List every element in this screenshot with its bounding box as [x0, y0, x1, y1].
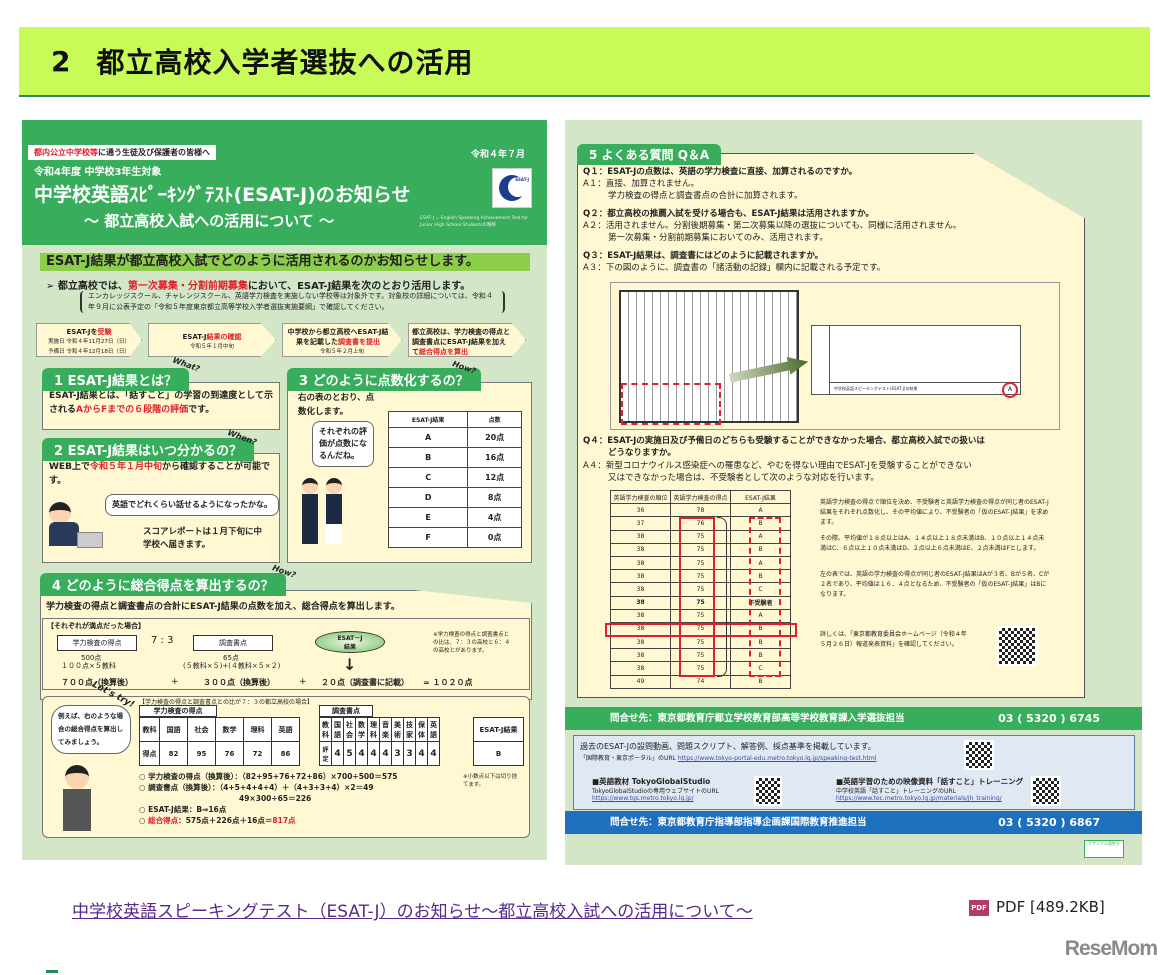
- pdf-file-size: PDF [489.2KB]: [996, 898, 1105, 916]
- full-score-calc: 【それぞれが満点だった場合】 学力検査の得点 7 : 3 調査書点 ESAT－J…: [42, 618, 530, 690]
- portal-link[interactable]: https://www.tokyo-portal-edu.metro.tokyo…: [677, 755, 877, 762]
- training-link[interactable]: https://www.tec.metro.tokyo.lg.jp/materi…: [836, 795, 1002, 802]
- flow-step-3: 中学校から都立高校へESAT-J結果を記載した調査書を提出 令和５年２月上旬: [282, 323, 402, 357]
- qr-code-icon: [997, 626, 1037, 666]
- faq-q1: Q１：ESAT-Jの点数は、英語の学力検査に直接、加算されるのですか。: [583, 167, 858, 177]
- section-marker: [46, 970, 58, 973]
- info-banner: ESAT-J結果が都立高校入試でどのように活用されるのかお知らせします。: [40, 253, 530, 271]
- training-qr-code-icon: [1031, 776, 1061, 806]
- score-report-note: スコアレポートは１月下旬に中学校へ届きます。: [143, 527, 263, 550]
- leaflet-header: 都内公立中学校等に通う生徒及び保護者の皆様へ 令和４年７月 令和4年度 中学校3…: [22, 120, 547, 245]
- student-girl-illustration-icon: [326, 478, 342, 544]
- activity-record-highlight: [621, 383, 721, 425]
- faq-q4: Q４：ESAT-Jの実施日及び予備日のどちらも受験することができなかった場合、都…: [583, 436, 985, 458]
- total-score-description: 学力検査の得点と調査書点の合計にESAT-J結果の点数を加え、総合得点を算出しま…: [46, 602, 400, 612]
- target-grade: 令和4年度 中学校3年生対象: [34, 167, 162, 178]
- when-box: WEB上で令和５年１月中旬から確認することが可能です。 英語でどれくらい話せるよ…: [42, 453, 280, 563]
- resemom-logo: ReseMom: [1064, 937, 1158, 960]
- grade-threshold-text: その際、平均値が１８点以上はA、１４点以上１８点未満はB、１０点以上１４点未満は…: [820, 535, 1045, 552]
- q4-heading: 4 どのように総合得点を算出するの？: [40, 573, 286, 596]
- audience-label: 都内公立中学校等に通う生徒及び保護者の皆様へ: [28, 145, 216, 160]
- faq-q2: Q２：都立高校の推薦入試を受ける場合も、ESAT-J結果は活用されますか。: [583, 209, 874, 219]
- flow-step-1: ESAT-Jを受験 実施日 令和４年11月27日（日） 予備日 令和４年12月1…: [36, 323, 142, 357]
- faq-a2: A２：活用されません。分割後期募集・第二次募集以降の選抜についても、同様に活用さ…: [583, 221, 962, 243]
- report-card-figure: 中学校英語スピーキングテスト(ESAT-J)の結果 A: [610, 282, 1060, 430]
- pdf-file-icon: PDF: [969, 900, 989, 916]
- exclusion-note: エンカレッジスクール、チャレンジスクール、英語学力検査を実施しない学校等は対象外…: [80, 291, 505, 313]
- section-title: 都立高校入学者選抜への活用: [96, 46, 474, 79]
- portal-qr-code-icon: [964, 740, 994, 770]
- q1-heading: 1 ESAT-J結果とは？: [42, 368, 190, 391]
- faq-a1: A１：直接、加算されません。学力検査の得点と調査書点の合計に加算されます。: [583, 179, 803, 201]
- students-speech-bubble: それぞれの評価が点数になるんだね。: [312, 421, 374, 467]
- flow-step-4: 都立高校は、学力検査の得点と調査書点にESAT-J結果を加えて総合得点を算出: [408, 323, 526, 357]
- q2-heading: 2 ESAT-J結果はいつ分かるの？: [42, 438, 255, 461]
- faq-a4: A４：新型コロナウイルス感染症への罹患など、やむを得ない理由でESAT-Jを受験…: [583, 461, 972, 483]
- calc-method-text: 英語学力検査の得点で順位を決め、不受験者と英語学力検査の得点が同じ者のESAT-…: [820, 499, 1049, 526]
- same-score-highlight: [679, 517, 715, 677]
- recycle-mark-icon: リサイクル適性Ⓐ: [1084, 840, 1124, 858]
- tgs-qr-code-icon: [754, 776, 782, 806]
- how-score-box: 右の表のとおり、点数化します。 それぞれの評価が点数になるんだね。 ESAT-J…: [287, 382, 532, 563]
- details-reference-text: 詳しくは、「東京都教育委員会ホームページ（令和４年５月２６日）報道発表資料」を確…: [820, 631, 967, 648]
- leaflet-subtitle: ～ 都立高校入試への活用について ～: [84, 212, 334, 230]
- intro-line: ➢ 都立高校では、第一次募集・分割前期募集において、ESAT-J結果を次のとおり…: [46, 281, 471, 292]
- pdf-download-link[interactable]: 中学校英語スピーキングテスト（ESAT-J）のお知らせ～都立高校入試への活用につ…: [72, 902, 753, 922]
- esat-result-highlight: [749, 517, 781, 677]
- flow-step-2: ESAT-J結果の確認 令和５年１月中旬: [148, 323, 276, 357]
- english-name-note: ESAT-J = English Speaking Achievement Te…: [420, 216, 529, 228]
- student-laptop-illustration-icon: [49, 502, 103, 548]
- leaflet-page-1: 都内公立中学校等に通う生徒及び保護者の皆様へ 令和４年７月 令和4年度 中学校3…: [22, 120, 547, 860]
- activity-record-zoom: 中学校英語スピーキングテスト(ESAT-J)の結果 A: [811, 325, 1021, 398]
- esat-j-logo-icon: ESAT-J: [492, 168, 532, 208]
- esat-result-table: ESAT-J結果 B: [473, 717, 524, 766]
- leaflet-page-2: 5 よくある質問 Q＆A Q１：ESAT-Jの点数は、英語の学力検査に直接、加算…: [565, 120, 1142, 865]
- tgs-link[interactable]: https://www.tgs.metro.tokyo.lg.jp/: [592, 795, 694, 802]
- section-header: 2 都立高校入学者選抜への活用: [19, 27, 1150, 97]
- report-card-thumbnail: [619, 290, 799, 423]
- faq-a3: A３：下の図のように、調査書の「諸活動の記録」欄内に記載される予定です。: [583, 263, 886, 273]
- brace-icon: [717, 517, 727, 677]
- leaflet-date: 令和４年７月: [470, 150, 525, 160]
- lets-try-box: 例えば、右のような場合の総合得点を算出してみましょう。 【学力検査の得点と調査書…: [42, 696, 530, 838]
- try-calculations: ○ 学力検査の得点（換算後）：（82+95+76+72+86）×700÷500＝…: [139, 772, 398, 825]
- section-number: 2: [51, 44, 71, 78]
- teacher-speech-bubble: 例えば、右のような場合の総合得点を算出してみましょう。: [51, 705, 131, 754]
- q3-heading: 3 どのように点数化するの？: [287, 368, 481, 391]
- student-speech-bubble: 英語でどれくらい話せるようになったかな。: [105, 494, 279, 516]
- students-illustration-icon: [302, 478, 318, 544]
- try-caption: 【学力検査の得点と調査書点との比が７：３の都立高校の場合】: [139, 699, 313, 706]
- absentee-row-highlight: [605, 623, 797, 637]
- example-explanation-text: 左の表では、英語の学力検査の得点が同じ者のESAT-J結果はAが３名、Bが５名、…: [820, 571, 1050, 598]
- resources-box: 過去のESAT-Jの設問動画、問題スクリプト、解答例、採点基準を掲載しています。…: [573, 735, 1135, 810]
- leaflet-title: 中学校英語ｽﾋﾟｰｷﾝｸﾞﾃｽﾄ(ESAT-J)のお知らせ: [34, 184, 411, 206]
- teacher-illustration-icon: [63, 765, 91, 831]
- faq-q3: Q３：ESAT-J結果は、調査書にはどのように記載されますか。: [583, 251, 824, 261]
- faq-heading: 5 よくある質問 Q＆A: [577, 144, 722, 165]
